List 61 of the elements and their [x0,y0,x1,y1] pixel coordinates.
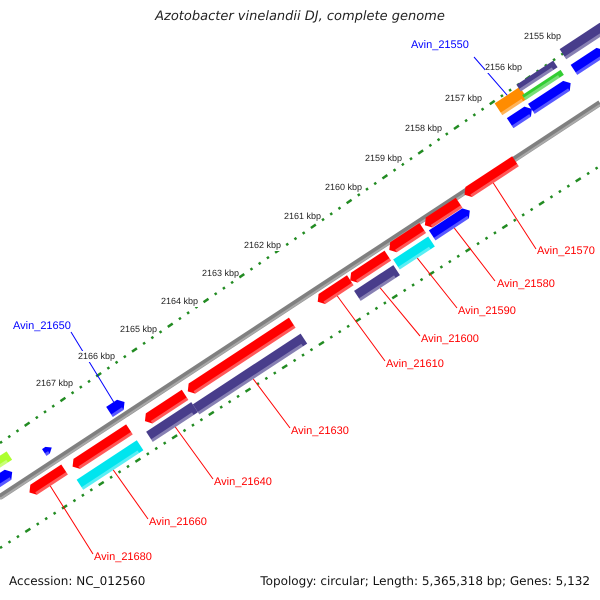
leader-line [336,296,386,362]
gene-label: Avin_21550 [411,39,469,52]
gene-label: Avin_21640 [214,476,272,489]
footer-text: Accession: NC_012560 [9,574,146,589]
gene-label: Avin_21580 [497,278,555,291]
gene-block [42,446,52,456]
gene-block [570,48,600,75]
leader-line [492,182,536,250]
tick-label: 2156 kbp [485,62,522,73]
gene-block [522,70,564,100]
tick-label: 2162 kbp [244,240,282,251]
gene-block [350,250,392,283]
gene-block [0,470,12,490]
tick-label: 2167 kbp [36,378,74,389]
gene-label: Avin_21570 [537,245,595,258]
gene-block [76,440,144,490]
tick-label: 2165 kbp [120,324,158,335]
gene-label: Avin_21630 [291,425,349,438]
gene-block [494,86,528,116]
leader-line [252,378,290,428]
leader-line [454,228,496,282]
tick-label: 2161 kbp [284,211,322,222]
diagram-title: Azotobacter vinelandii DJ, complete genome [154,9,446,24]
gene-block [144,390,188,424]
tick-label: 2159 kbp [365,153,402,164]
tick-label: 2160 kbp [325,182,362,193]
gene-block [424,198,462,228]
gene-label: Avin_21610 [386,358,444,371]
leader-line [380,288,420,336]
leader-line [112,470,148,520]
gene-label: Avin_21650 [13,320,71,333]
leader-line [174,426,214,480]
tick-label: 2164 kbp [161,296,198,307]
gene-block [29,464,68,495]
gene-label: Avin_21660 [149,516,207,529]
gene-block [506,106,532,128]
gene-label: Avin_21680 [94,551,152,564]
leader-line [474,56,508,96]
gene-block [393,236,435,270]
tick-label: 2166 kbp [78,351,116,362]
gene-block [560,22,600,60]
gene-block [192,334,308,414]
leader-line [416,258,458,308]
gene-block [318,275,354,304]
gene-block [528,80,571,114]
gene-block [72,424,133,469]
tick-label: 2158 kbp [405,123,442,134]
gene-block [428,208,470,240]
tick-label: 2157 kbp [445,93,482,104]
tick-label: 2163 kbp [202,268,240,279]
gene-block [146,402,198,442]
gene-block [354,265,400,301]
footer-text: Topology: circular; Length: 5,365,318 bp; Genes: 5,132 [260,574,590,589]
gene-block [464,156,519,198]
tick-label: 2155 kbp [524,31,562,42]
gene-label: Avin_21590 [458,305,516,318]
gene-label: Avin_21600 [421,333,479,346]
leader-line [50,486,94,554]
gene-block [389,223,426,252]
gene-block [188,318,296,394]
gene-block [106,400,125,417]
